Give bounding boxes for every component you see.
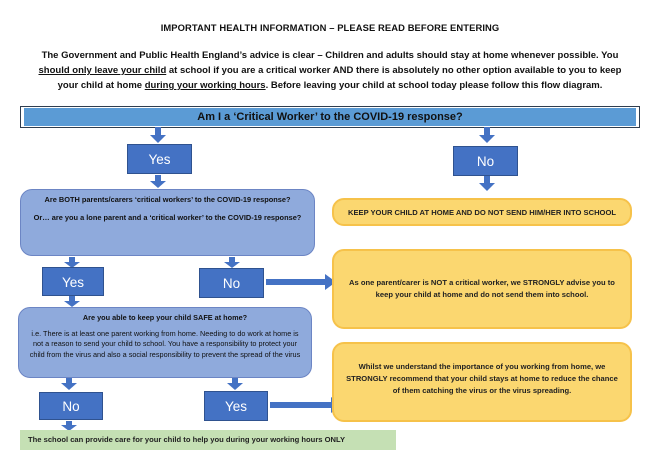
safe-at-home-detail: i.e. There is at least one parent workin… [29, 328, 301, 359]
working-home-box: Whilst we understand the importance of y… [332, 342, 632, 422]
intro-paragraph: The Government and Public Health England… [22, 48, 638, 93]
arrow-question-to-yes [150, 127, 166, 143]
yes-top-box: Yes [127, 144, 192, 174]
no-top-box: No [453, 146, 518, 176]
intro-line-1: The Government and Public Health England… [41, 50, 619, 61]
both-parents-question: Are BOTH parents/carers ‘critical worker… [20, 189, 315, 256]
both-parents-line-2: Or… are you a lone parent and a ‘critica… [33, 213, 302, 222]
intro-line-3a: your child at home [57, 80, 145, 91]
keep-home-box: KEEP YOUR CHILD AT HOME AND DO NOT SEND … [332, 198, 632, 226]
arrow-both-to-no [224, 257, 240, 268]
safe-at-home-question: Are you able to keep your child SAFE at … [18, 307, 312, 378]
no-mid-box: No [199, 268, 264, 298]
arrow-both-to-yes [64, 257, 80, 268]
yes-mid-box: Yes [42, 267, 104, 296]
one-parent-box: As one parent/carer is NOT a critical wo… [332, 249, 632, 329]
school-care-box: The school can provide care for your chi… [20, 430, 396, 450]
safe-at-home-title: Are you able to keep your child SAFE at … [82, 313, 248, 322]
arrow-no-to-one-parent [266, 274, 336, 290]
intro-underline-1: should only leave your child [38, 65, 167, 76]
main-question: Am I a ‘Critical Worker’ to the COVID-19… [24, 108, 636, 126]
arrow-safe-to-no [61, 378, 77, 390]
arrow-question-to-no [479, 127, 495, 143]
arrow-no-to-school-care [61, 421, 77, 431]
both-parents-line-1: Are BOTH parents/carers ‘critical worker… [44, 195, 291, 204]
intro-underline-2: during your working hours [144, 80, 266, 91]
arrow-no-to-keep-home [479, 176, 495, 191]
arrow-safe-to-yes [227, 378, 243, 390]
intro-line-2: at school if you are a critical worker A… [166, 65, 622, 76]
page-title: IMPORTANT HEALTH INFORMATION – PLEASE RE… [160, 22, 500, 33]
yes-bottom-box: Yes [204, 391, 268, 421]
arrow-yes-to-both [150, 175, 166, 188]
arrow-yes-to-safe [64, 296, 80, 307]
intro-line-3c: . Before leaving your child at school to… [265, 80, 603, 91]
no-bottom-box: No [39, 392, 103, 420]
